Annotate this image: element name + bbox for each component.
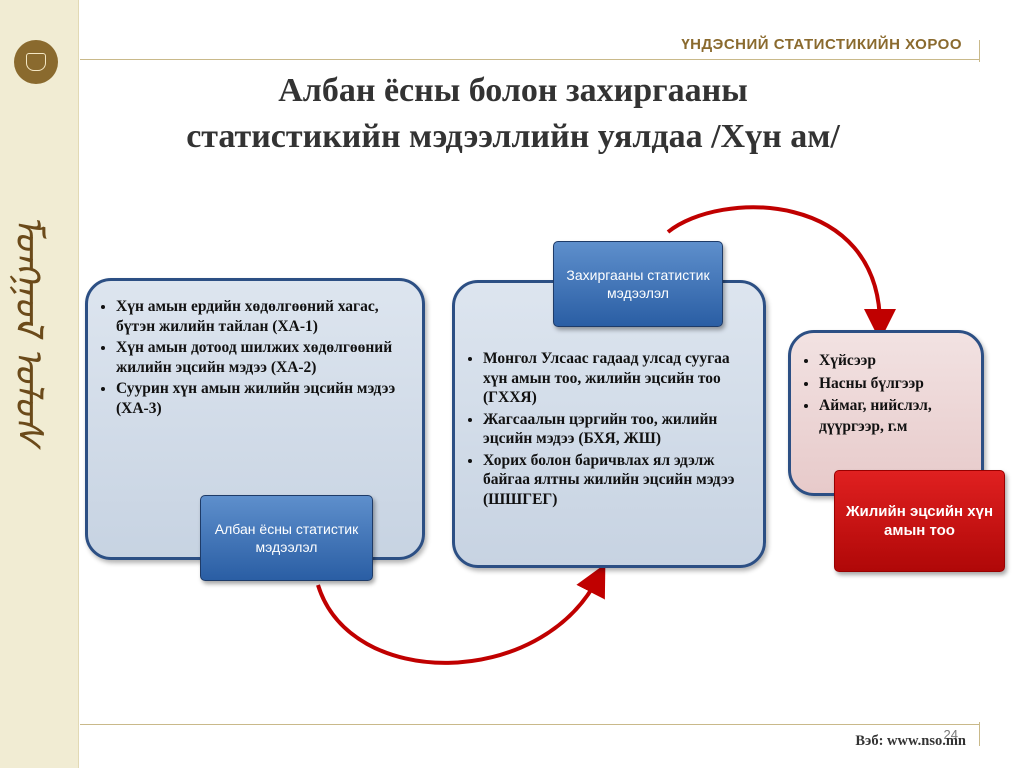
header-corner-line: [979, 40, 980, 62]
title-line-1: Албан ёсны болон захиргааны: [278, 72, 748, 109]
list-item: Суурин хүн амын жилийн эцсийн мэдээ (ХА-…: [116, 379, 408, 418]
admin-data-box: Монгол Улсаас гадаад улсад суугаа хүн ам…: [452, 280, 766, 568]
admin-data-label: Захиргааны статистик мэдээлэл: [553, 241, 723, 327]
soyombo-emblem-icon: [26, 52, 46, 71]
list-item: Хорих болон баричвлах ял эдэлж байгаа ял…: [483, 451, 749, 510]
slide-title: Албан ёсны болон захиргааны статистикийн…: [80, 68, 946, 160]
official-data-list: Хүн амын ердийн хөдөлгөөний хагас, бүтэн…: [100, 297, 408, 418]
list-item: Аймаг, нийслэл, дүүргээр, г.м: [819, 396, 971, 437]
page-number: 24: [943, 727, 958, 742]
list-item: Монгол Улсаас гадаад улсад суугаа хүн ам…: [483, 349, 749, 408]
list-item: Хүн амын ердийн хөдөлгөөний хагас, бүтэн…: [116, 297, 408, 336]
sidebar-strip: ᠮᠣᠩᠭᠣᠯ ᠤᠯᠤᠰ: [0, 0, 79, 768]
title-line-2: статистикийн мэдээллийн уялдаа /Хүн ам/: [186, 118, 840, 155]
list-item: Хүйсээр: [819, 351, 971, 372]
result-breakdown-box: Хүйсээр Насны бүлгээр Аймаг, нийслэл, дү…: [788, 330, 984, 496]
list-item: Насны бүлгээр: [819, 374, 971, 395]
nso-logo: [14, 40, 58, 84]
admin-data-list: Монгол Улсаас гадаад улсад суугаа хүн ам…: [467, 349, 749, 509]
year-end-population-label: Жилийн эцсийн хүн амын тоо: [834, 470, 1005, 572]
footer-corner-line: [979, 722, 980, 746]
list-item: Жагсаалын цэргийн тоо, жилийн эцсийн мэд…: [483, 410, 749, 449]
header-divider: [80, 59, 980, 60]
result-breakdown-list: Хүйсээр Насны бүлгээр Аймаг, нийслэл, дү…: [803, 351, 971, 437]
organization-name: ҮНДЭСНИЙ СТАТИСТИКИЙН ХОРОО: [681, 36, 962, 53]
arrow-admin-to-result: [666, 205, 896, 341]
official-data-label: Албан ёсны статистик мэдээлэл: [200, 495, 373, 581]
list-item: Хүн амын дотоод шилжих хөдөлгөөний жилий…: [116, 338, 408, 377]
website-link[interactable]: Вэб: www.nso.mn: [855, 733, 966, 749]
footer-divider: [80, 724, 980, 725]
arrow-official-to-admin: [316, 563, 606, 665]
